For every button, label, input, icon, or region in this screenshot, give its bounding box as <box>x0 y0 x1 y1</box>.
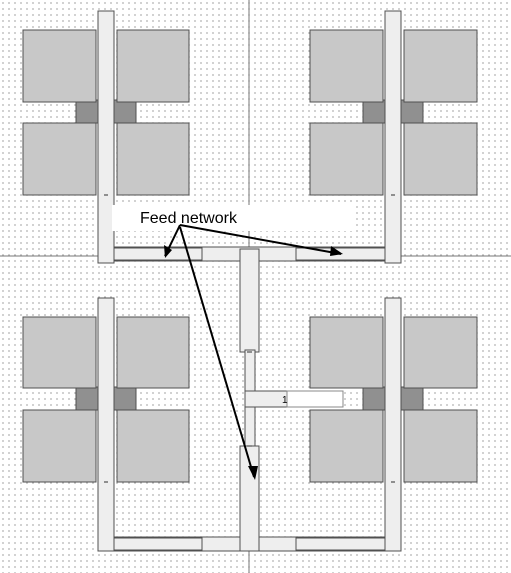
feed-network-label: Feed network <box>140 210 238 227</box>
strip-top-left <box>97 10 115 264</box>
joint-br-left <box>362 386 386 411</box>
patch-bl-1 <box>22 316 97 389</box>
arrow-line-right <box>179 224 342 255</box>
joint-tr-left <box>362 99 386 124</box>
patch-bl-2 <box>116 316 190 389</box>
strip-bottom-right <box>384 297 402 552</box>
feed-line-bottom-left-section <box>113 537 203 551</box>
arrow-head-down <box>248 466 258 480</box>
patch-br-4 <box>403 409 478 483</box>
patch-tl-4 <box>116 122 190 196</box>
joint-tr-right <box>400 99 424 124</box>
port-label: 1 <box>282 395 288 406</box>
joint-br-right <box>400 386 424 411</box>
patch-tl-2 <box>116 29 190 103</box>
subarray-strips <box>97 10 402 552</box>
patch-bl-4 <box>116 409 190 483</box>
arrow-line-down <box>179 226 255 478</box>
patch-tr-2 <box>403 29 478 103</box>
patch-joints <box>75 99 424 411</box>
annotation-label-background <box>112 205 352 231</box>
patch-elements <box>22 29 478 483</box>
feed-line-bottom-right-section <box>295 537 387 551</box>
arrow-head-right <box>330 246 343 256</box>
arrow-head-left <box>164 245 172 258</box>
joint-bl-left <box>75 386 99 411</box>
arrow-heads <box>164 245 343 480</box>
patch-br-3 <box>309 409 384 483</box>
patch-tr-3 <box>309 122 384 196</box>
joint-bl-right <box>113 386 137 411</box>
patch-tr-1 <box>309 29 384 103</box>
feed-port-outline <box>286 390 344 408</box>
patch-br-1 <box>309 316 384 389</box>
joint-tl-left <box>75 99 99 124</box>
feed-trunk-upper <box>239 248 260 353</box>
strip-top-right <box>384 10 402 264</box>
patch-bl-3 <box>22 409 97 483</box>
junction-ticks <box>104 194 395 483</box>
patch-tl-1 <box>22 29 97 103</box>
patch-tl-3 <box>22 122 97 196</box>
feed-port-branch <box>244 390 288 408</box>
patch-tr-4 <box>403 122 478 196</box>
feed-network <box>97 246 402 552</box>
joint-tl-right <box>113 99 137 124</box>
strip-bottom-left <box>97 297 115 552</box>
patch-br-2 <box>403 316 478 389</box>
